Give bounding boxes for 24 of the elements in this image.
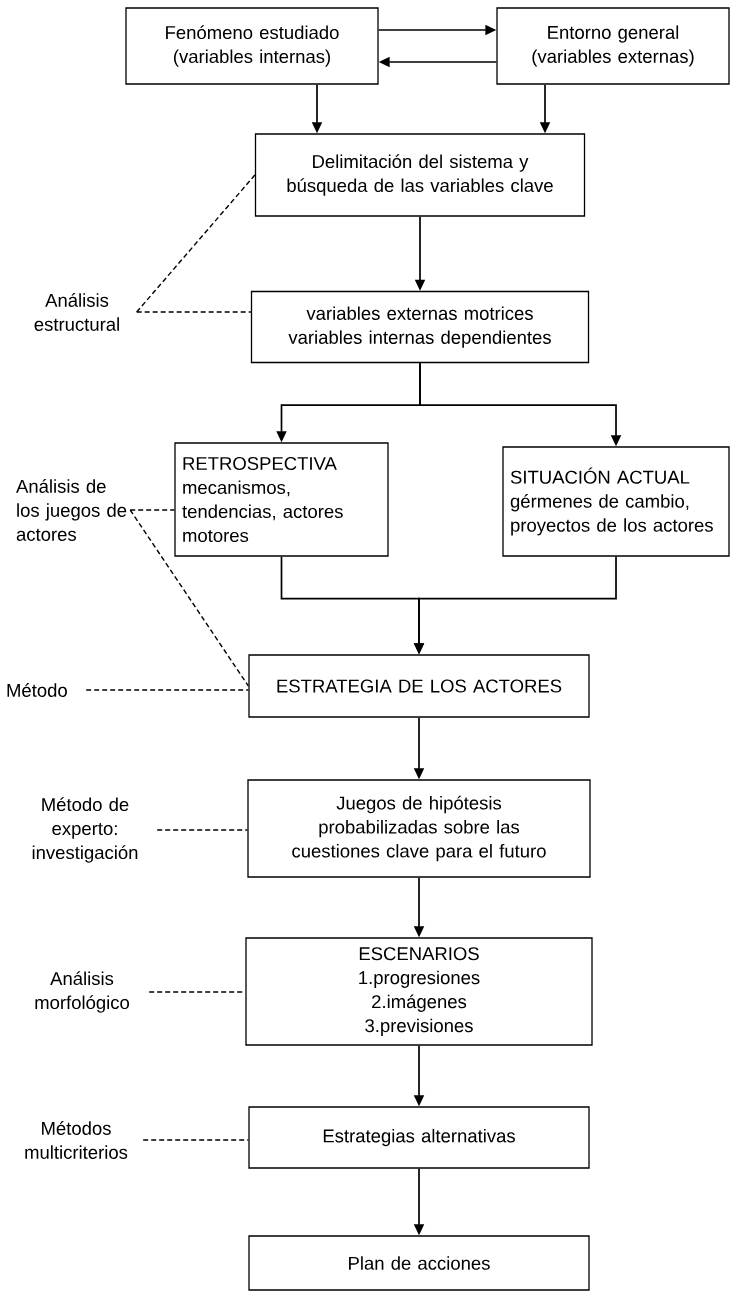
process-box: Plan de acciones [248, 1235, 590, 1291]
leader-line [129, 509, 176, 511]
process-box: RETROSPECTIVA mecanismos, tendencias, actores motores [174, 442, 389, 557]
process-box: Fenómeno estudiado (variables internas) [125, 7, 379, 85]
process-box: Juegos de hipótesis probabilizadas sobre las cuestiones clave para el futuro [247, 779, 591, 878]
process-box: variables externas motrices variables internas dependientes [250, 290, 590, 364]
process-box: Estrategias alternativas [248, 1106, 590, 1169]
leader-line [142, 1139, 250, 1141]
method-label: Métodos multicriterios [25, 1121, 128, 1159]
leader-line [136, 311, 252, 313]
leader-line [85, 689, 250, 691]
process-box: SITUACIÓN ACTUAL gérmenes de cambio, proyectos de los actores [502, 446, 730, 557]
method-label: Método [7, 683, 67, 697]
leader-line [129, 509, 250, 687]
method-label: Análisis estructural [34, 293, 119, 331]
leader-line [156, 829, 249, 831]
process-box: ESCENARIOS 1.progresiones 2.imágenes 3.previsiones [245, 937, 593, 1046]
leader-line [136, 174, 256, 313]
method-label: Análisis morfológico [35, 971, 130, 1013]
process-box: ESTRATEGIA DE LOS ACTORES [248, 654, 590, 718]
process-box: Delimitación del sistema y búsqueda de las variables clave [254, 133, 586, 217]
process-box: Entorno general (variables externas) [496, 7, 730, 85]
method-label: Método de experto: investigación [32, 797, 138, 863]
method-label: Análisis de los juegos de actores [16, 479, 127, 541]
